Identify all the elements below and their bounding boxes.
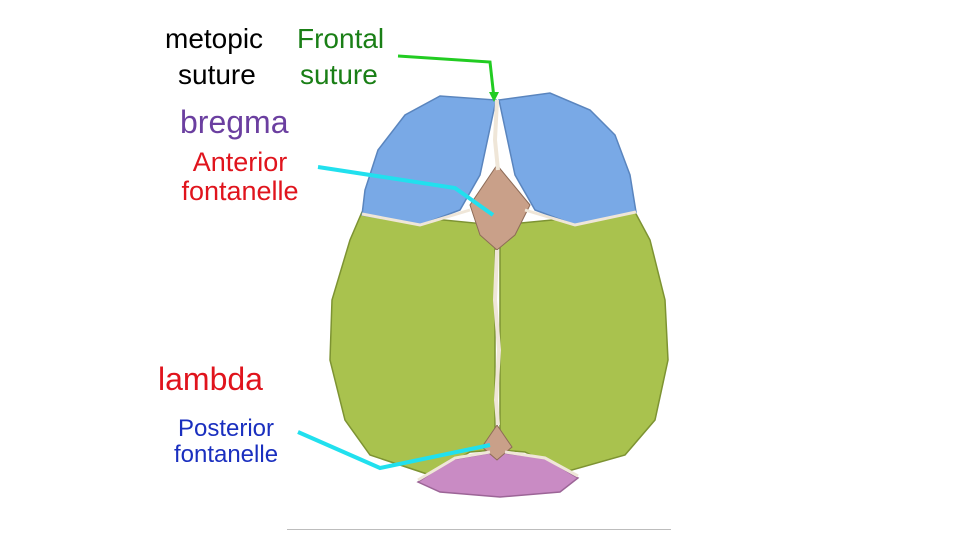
frontal-suture-pointer <box>397 54 496 99</box>
divider-line <box>287 529 671 530</box>
right-parietal-bone <box>499 211 669 473</box>
frontal-suture-label: suture <box>300 59 378 90</box>
sagittal-suture <box>492 99 502 426</box>
lambdoid-suture <box>417 450 579 482</box>
frontal-suture-arrowhead <box>489 92 499 102</box>
frontal-label: Frontal <box>297 23 385 54</box>
metopic-label: metopic <box>165 23 264 54</box>
coronal-suture <box>361 208 637 227</box>
anterior-fontanelle-pointer <box>317 165 495 217</box>
right-frontal-bone <box>498 92 637 226</box>
left-parietal-bone <box>329 211 496 476</box>
posterior-fontanelle-label: Posterior fontanelle <box>173 415 279 468</box>
anterior-fontanelle-label: Anterior fontanelle <box>181 147 299 207</box>
metopic-suture-label: suture <box>178 59 256 90</box>
posterior-fontanelle-pointer <box>297 430 491 471</box>
lambda-label: lambda <box>158 361 263 397</box>
bregma-label: bregma <box>180 104 289 140</box>
